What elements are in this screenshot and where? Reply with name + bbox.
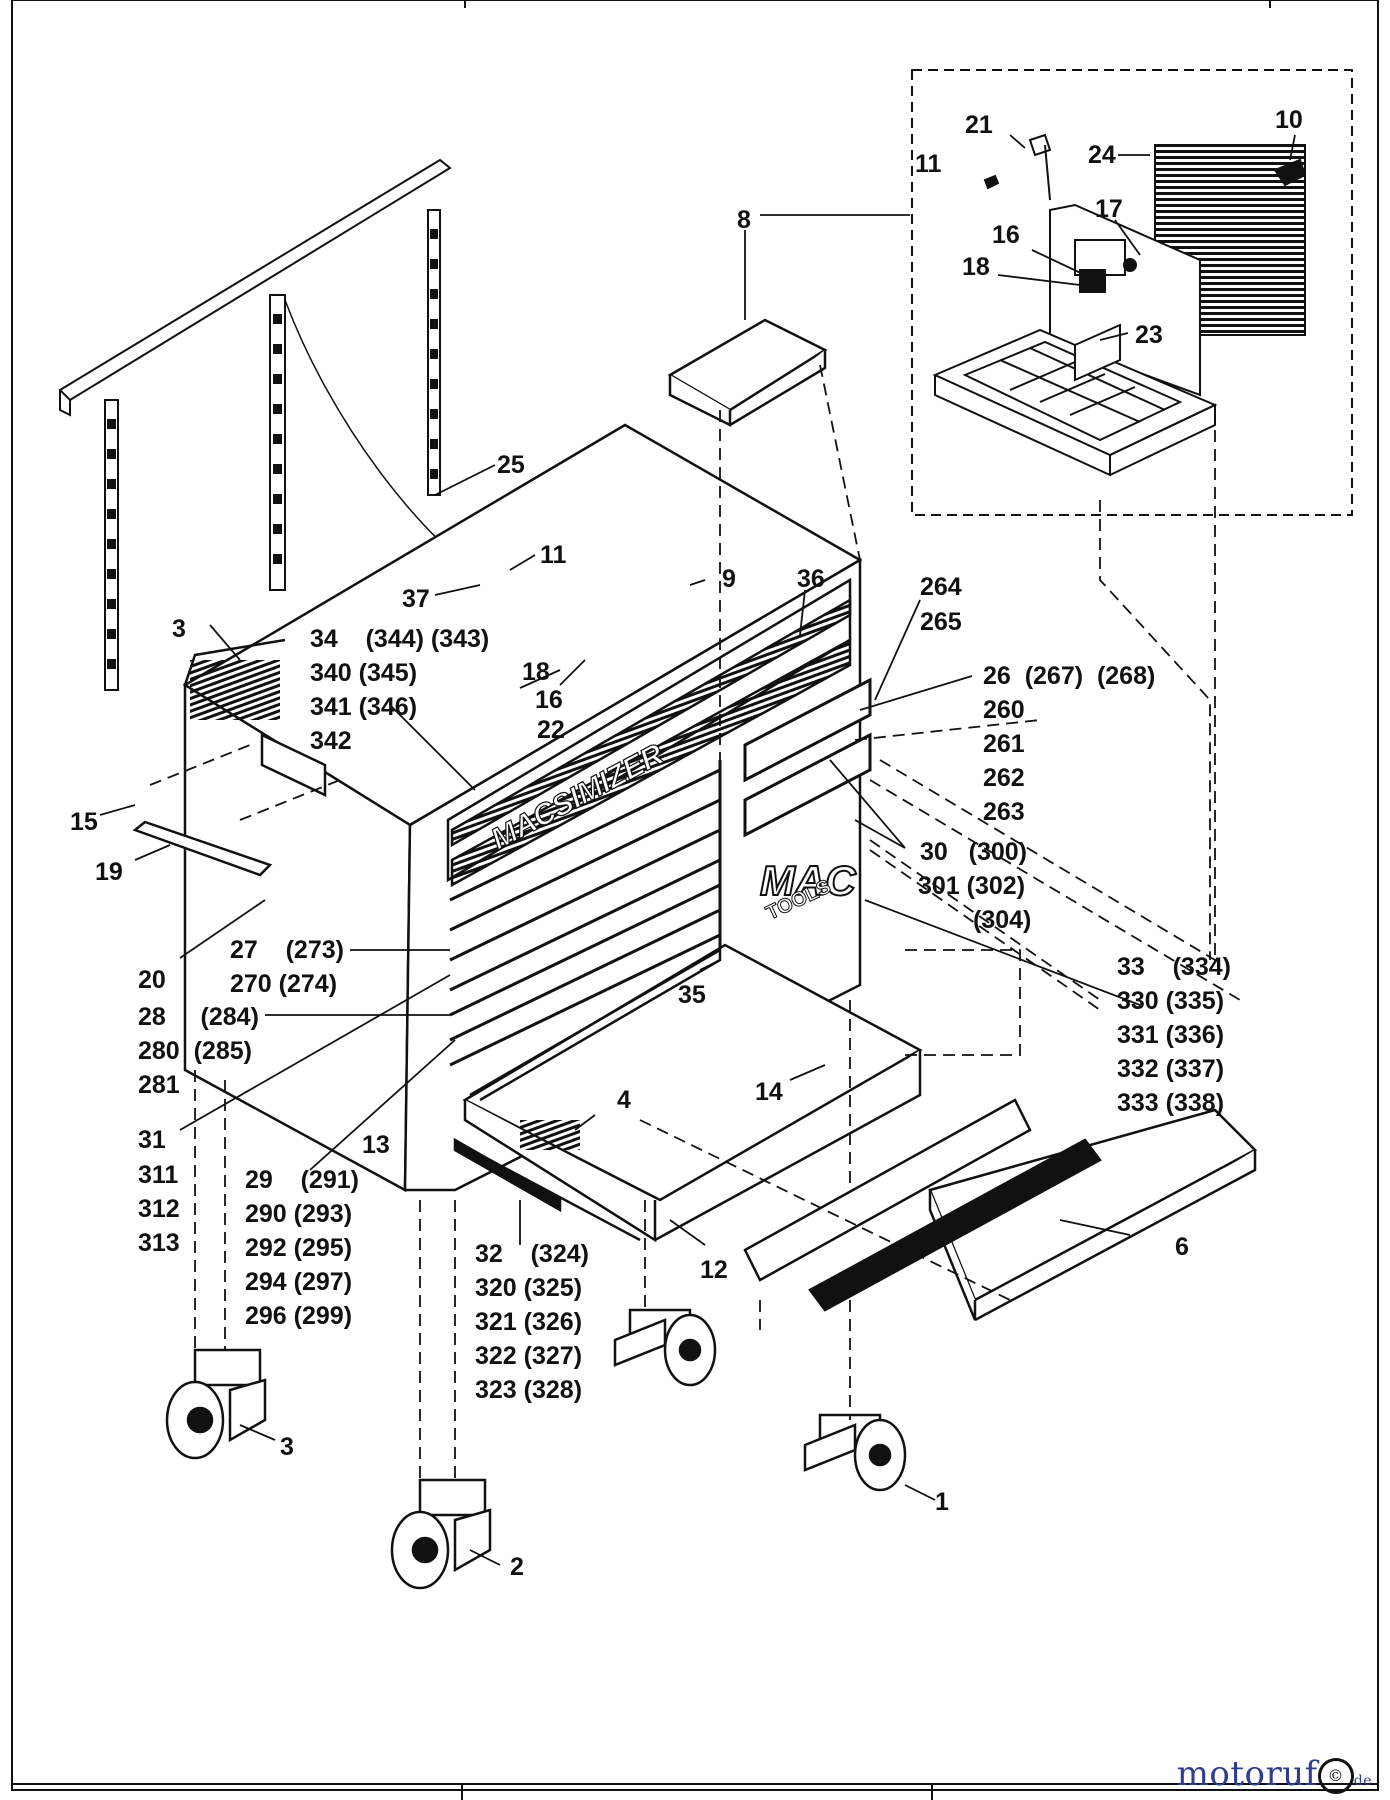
- callout-296: 296 (299): [245, 1302, 352, 1330]
- callout-22: 22: [537, 716, 565, 744]
- wall-rack: [58, 158, 501, 691]
- callout-313: 313: [138, 1229, 180, 1257]
- callout-3: 3: [172, 615, 186, 643]
- callout-4: 4: [617, 1086, 631, 1114]
- callout-16b: 16: [535, 686, 563, 714]
- callout-18: 18: [962, 253, 990, 281]
- callout-304: (304): [973, 906, 1031, 934]
- callout-19: 19: [95, 858, 123, 886]
- callout-340: 340 (345): [310, 659, 417, 687]
- callout-270: 270 (274): [230, 970, 337, 998]
- callout-341: 341 (346): [310, 693, 417, 721]
- callout-28: 28 (284): [138, 1003, 259, 1031]
- copyright-icon: ©: [1317, 1758, 1354, 1794]
- callout-24: 24: [1088, 141, 1116, 169]
- rack-slots: [107, 229, 438, 669]
- mac-logo: MAC: [760, 857, 856, 904]
- callout-12: 12: [700, 1256, 728, 1284]
- open-drawer: [453, 943, 923, 1243]
- watermark: motoruf©de: [1177, 1754, 1372, 1794]
- watermark-suffix: de: [1353, 1773, 1372, 1789]
- callout-321: 321 (326): [475, 1308, 582, 1336]
- watermark-text: motoruf: [1176, 1754, 1318, 1794]
- callout-26: 26 (267) (268): [983, 662, 1155, 690]
- callout-260: 260: [983, 696, 1025, 724]
- callout-301: 301 (302): [918, 872, 1025, 900]
- callout-25: 25: [497, 451, 525, 479]
- callout-262: 262: [983, 764, 1025, 792]
- page-border: [11, 0, 1379, 1800]
- assembly-guides: [149, 364, 1241, 1480]
- callout-34: 34 (344) (343): [310, 625, 489, 653]
- callout-14: 14: [755, 1078, 783, 1106]
- callout-13: 13: [362, 1131, 390, 1159]
- callout-32: 32 (324): [475, 1240, 589, 1268]
- callout-281: 281: [138, 1071, 180, 1099]
- casters: [165, 1308, 907, 1590]
- callout-29: 29 (291): [245, 1166, 359, 1194]
- callout-36: 36: [797, 565, 825, 593]
- callout-265: 265: [920, 608, 962, 636]
- callout-263: 263: [983, 798, 1025, 826]
- callout-37: 37: [402, 585, 430, 613]
- callout-9: 9: [722, 565, 736, 593]
- caster-1: [803, 1413, 907, 1492]
- callout-264: 264: [920, 573, 962, 601]
- callout-11: 11: [915, 150, 942, 178]
- callout-labels: 10 21 24 11 17 16 18 8 23 25 11 37 9 36 …: [70, 106, 1303, 1581]
- callout-320: 320 (325): [475, 1274, 582, 1302]
- callout-8: 8: [737, 206, 751, 234]
- callout-30: 30 (300): [920, 838, 1027, 866]
- callout-330: 330 (335): [1117, 987, 1224, 1015]
- leader-lines: [99, 134, 1296, 1566]
- callout-27: 27 (273): [230, 936, 344, 964]
- callout-15: 15: [70, 808, 98, 836]
- callout-280: 280 (285): [138, 1037, 252, 1065]
- callout-1: 1: [935, 1488, 949, 1516]
- callout-33: 33 (334): [1117, 953, 1231, 981]
- callout-333: 333 (338): [1117, 1089, 1224, 1117]
- callout-16: 16: [992, 221, 1020, 249]
- callout-311: 311: [138, 1161, 178, 1189]
- callout-294: 294 (297): [245, 1268, 352, 1296]
- caster-3: [165, 1348, 267, 1460]
- callout-261: 261: [983, 730, 1025, 758]
- caster-2: [390, 1478, 492, 1590]
- callout-292: 292 (295): [245, 1234, 352, 1262]
- callout-23: 23: [1135, 321, 1163, 349]
- callout-290: 290 (293): [245, 1200, 352, 1228]
- callout-6: 6: [1175, 1233, 1189, 1261]
- callout-35: 35: [678, 981, 706, 1009]
- callout-332: 332 (337): [1117, 1055, 1224, 1083]
- tray-8: [667, 318, 828, 428]
- callout-10: 10: [1275, 106, 1303, 134]
- callout-3b: 3: [280, 1433, 294, 1461]
- callout-312: 312: [138, 1195, 180, 1223]
- callout-342: 342: [310, 727, 352, 755]
- callout-11b: 11: [540, 541, 567, 569]
- callout-21: 21: [965, 111, 993, 139]
- callout-2: 2: [510, 1553, 524, 1581]
- callout-31: 31: [138, 1126, 166, 1154]
- callout-18b: 18: [522, 658, 550, 686]
- handle-19: [132, 820, 273, 877]
- callout-20: 20: [138, 966, 166, 994]
- tray-6-and-rails: [743, 1098, 1258, 1322]
- callout-323: 323 (328): [475, 1376, 582, 1404]
- lock-detail-inset: [911, 69, 1353, 516]
- callout-331: 331 (336): [1117, 1021, 1224, 1049]
- caster-rear: [613, 1308, 717, 1387]
- callout-322: 322 (327): [475, 1342, 582, 1370]
- callout-17: 17: [1095, 195, 1123, 223]
